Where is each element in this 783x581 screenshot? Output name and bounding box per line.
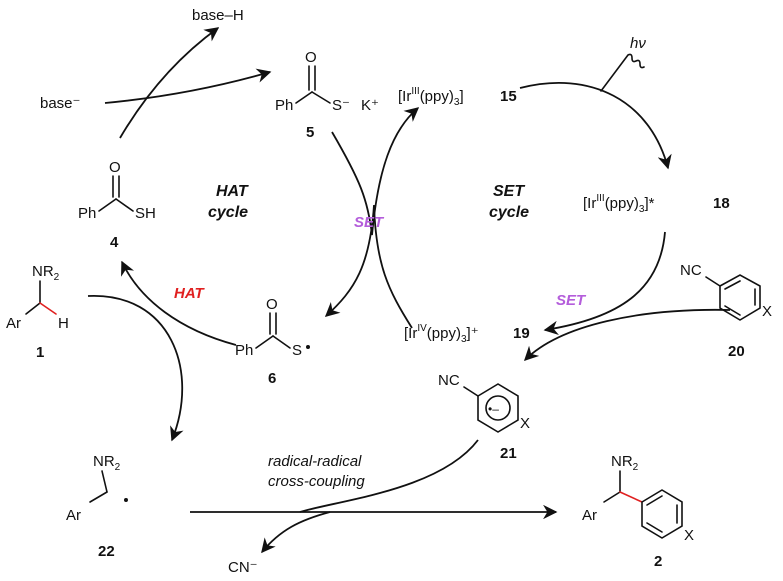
compound-22: NR2 Ar 22 — [66, 453, 128, 560]
base-h-out-arrow — [119, 27, 220, 139]
compound-5: Ph O S⁻ K⁺ 5 — [275, 49, 379, 141]
compound-21: NC •– X 21 — [438, 372, 530, 462]
coupling-label-line2: cross-coupling — [268, 473, 365, 490]
hat-step-label: HAT — [174, 285, 206, 302]
svg-text:Ph: Ph — [235, 342, 253, 359]
hv-label: hν — [630, 35, 646, 52]
svg-text:18: 18 — [713, 195, 730, 212]
svg-text:Ar: Ar — [66, 507, 81, 524]
svg-text:NR2: NR2 — [32, 263, 60, 283]
base-minus-label: base⁻ — [40, 95, 80, 112]
coupling-label-line1: radical-radical — [268, 453, 362, 470]
svg-text:S: S — [292, 342, 302, 359]
arrow-21-into-coupling — [299, 439, 479, 513]
svg-text:X: X — [520, 415, 530, 432]
hat-cycle-label-line1: HAT — [216, 183, 249, 200]
hat-arrow-1-to-22 — [87, 295, 184, 442]
svg-text:20: 20 — [728, 343, 745, 360]
svg-text:21: 21 — [500, 445, 517, 462]
set-cycle-label-line1: SET — [493, 183, 525, 200]
svg-text:1: 1 — [36, 344, 44, 361]
set-arrow-19-to-6 — [324, 204, 413, 329]
cn-minus-label: CN⁻ — [228, 559, 258, 576]
svg-text:•–: •– — [488, 402, 499, 416]
svg-text:NR2: NR2 — [93, 453, 121, 473]
svg-text:Ar: Ar — [6, 315, 21, 332]
svg-text:K⁺: K⁺ — [361, 97, 379, 114]
svg-text:O: O — [109, 159, 121, 176]
compound-4: Ph O SH 4 — [78, 159, 156, 251]
set-cycle-label-line2: cycle — [489, 204, 529, 221]
compound-2: NR2 Ar X 2 — [582, 453, 694, 570]
svg-text:H: H — [58, 315, 69, 332]
svg-text:O: O — [305, 49, 317, 66]
svg-text:[IrIII(ppy)3]*: [IrIII(ppy)3]* — [583, 193, 655, 215]
hat-arrow-6-to-4 — [121, 260, 237, 346]
svg-text:X: X — [762, 303, 772, 320]
hv-wavy-line — [600, 53, 645, 92]
svg-text:4: 4 — [110, 234, 119, 251]
svg-text:19: 19 — [513, 325, 530, 342]
compound-15: [IrIII(ppy)3] 15 — [398, 86, 517, 108]
set-arc-18-to-19 — [543, 231, 666, 336]
compound-18: [IrIII(ppy)3]* 18 — [583, 193, 730, 215]
svg-text:15: 15 — [500, 88, 517, 105]
svg-text:Ph: Ph — [275, 97, 293, 114]
svg-text:6: 6 — [268, 370, 276, 387]
svg-text:2: 2 — [654, 553, 662, 570]
svg-text:X: X — [684, 527, 694, 544]
svg-text:22: 22 — [98, 543, 115, 560]
svg-text:5: 5 — [306, 124, 314, 141]
set-right-label: SET — [556, 292, 587, 309]
compound-1: NR2 Ar H 1 — [6, 263, 69, 361]
svg-text:NC: NC — [680, 262, 702, 279]
compound-19: [IrIV(ppy)3]⁺ 19 — [404, 323, 530, 345]
svg-text:S⁻: S⁻ — [332, 97, 350, 114]
svg-text:O: O — [266, 296, 278, 313]
svg-text:Ar: Ar — [582, 507, 597, 524]
svg-text:SH: SH — [135, 205, 156, 222]
svg-text:NC: NC — [438, 372, 460, 389]
base-h-label: base–H — [192, 7, 244, 24]
svg-text:[IrIV(ppy)3]⁺: [IrIV(ppy)3]⁺ — [404, 323, 479, 345]
compound-6: Ph O S 6 — [235, 296, 310, 387]
set-center-label: SET — [354, 214, 385, 231]
svg-text:[IrIII(ppy)3]: [IrIII(ppy)3] — [398, 86, 464, 108]
set-cycle-arc-15-to-18 — [519, 81, 672, 170]
base-in-arrow — [104, 68, 272, 104]
hat-cycle-label-line2: cycle — [208, 204, 248, 221]
arrow-20-to-21 — [523, 308, 731, 362]
svg-text:NR2: NR2 — [611, 453, 639, 473]
compound-20: NC X 20 — [680, 262, 772, 360]
svg-text:Ph: Ph — [78, 205, 96, 222]
arrow-cn-release — [261, 511, 331, 554]
set-arrow-5-to-15 — [331, 107, 420, 236]
